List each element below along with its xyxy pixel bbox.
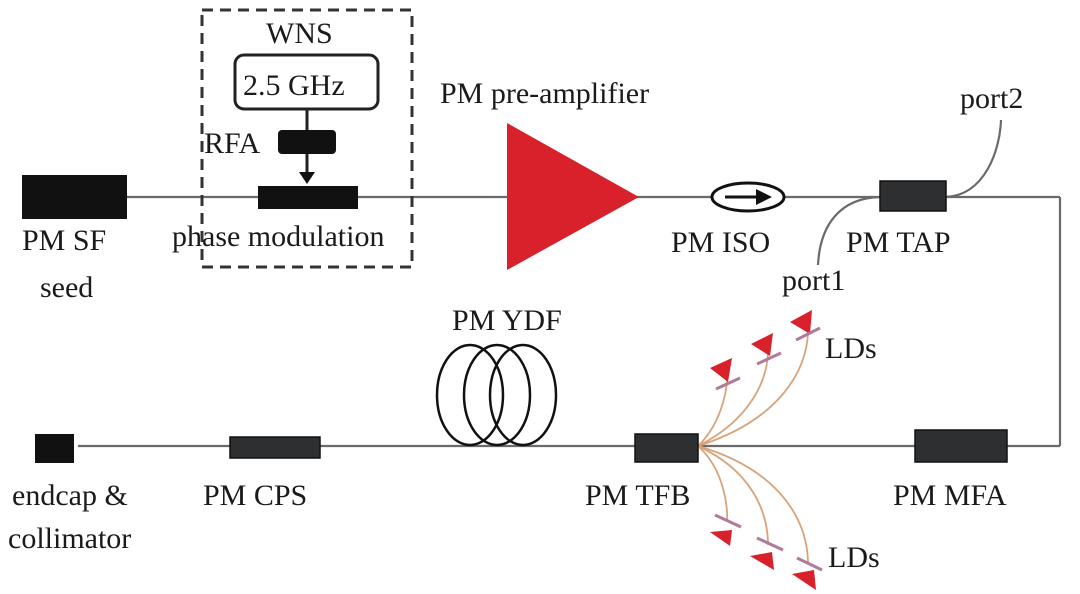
mfa-label: PM MFA [893, 479, 1007, 512]
laser-diode-icon [750, 536, 784, 570]
wns-label: WNS [266, 17, 333, 50]
preamp-label: PM pre-amplifier [440, 77, 649, 110]
laser-diode-icon [792, 556, 823, 590]
phase-modulator-block [258, 186, 358, 209]
port2-fiber [945, 119, 1003, 199]
seed-laser-block [22, 175, 127, 219]
laser-diode-icon [751, 333, 782, 366]
triangle-amplifier-icon [507, 123, 639, 270]
laser-diodes-top [710, 310, 821, 391]
tfb-combiner-block [634, 433, 699, 463]
isolator-arrowhead-icon [756, 189, 772, 205]
tfb-label: PM TFB [585, 479, 690, 512]
cps-block [229, 436, 321, 459]
cps-label: PM CPS [203, 479, 307, 512]
lds-bottom-label: LDs [828, 541, 880, 574]
tap-label: PM TAP [846, 226, 951, 259]
endcap-block [35, 434, 74, 463]
rf-arrow-icon [299, 172, 315, 184]
lds-top-label: LDs [825, 332, 877, 365]
laser-diode-icon [790, 310, 821, 342]
port1-label: port1 [782, 264, 845, 297]
port2-label: port2 [960, 82, 1023, 115]
laser-diode-icon [710, 358, 741, 391]
fiber-coil-icon [435, 343, 558, 447]
mfa-block [914, 429, 1008, 463]
laser-diode-icon [710, 513, 742, 546]
endcap-label-2: collimator [8, 522, 131, 555]
phase-modulation-label: phase modulation [172, 220, 384, 253]
rfa-label: RFA [204, 127, 260, 160]
seed-label-2: seed [40, 271, 93, 304]
iso-label: PM ISO [671, 226, 770, 259]
seed-label-1: PM SF [22, 224, 106, 257]
tap-coupler-block [879, 180, 947, 212]
ydf-label: PM YDF [452, 304, 562, 337]
laser-diodes-bottom [710, 513, 823, 590]
port1-fiber [816, 195, 881, 266]
endcap-label-1: endcap & [12, 479, 128, 512]
rf-source-label: 2.5 GHz [243, 69, 345, 102]
rfa-block [278, 130, 336, 154]
